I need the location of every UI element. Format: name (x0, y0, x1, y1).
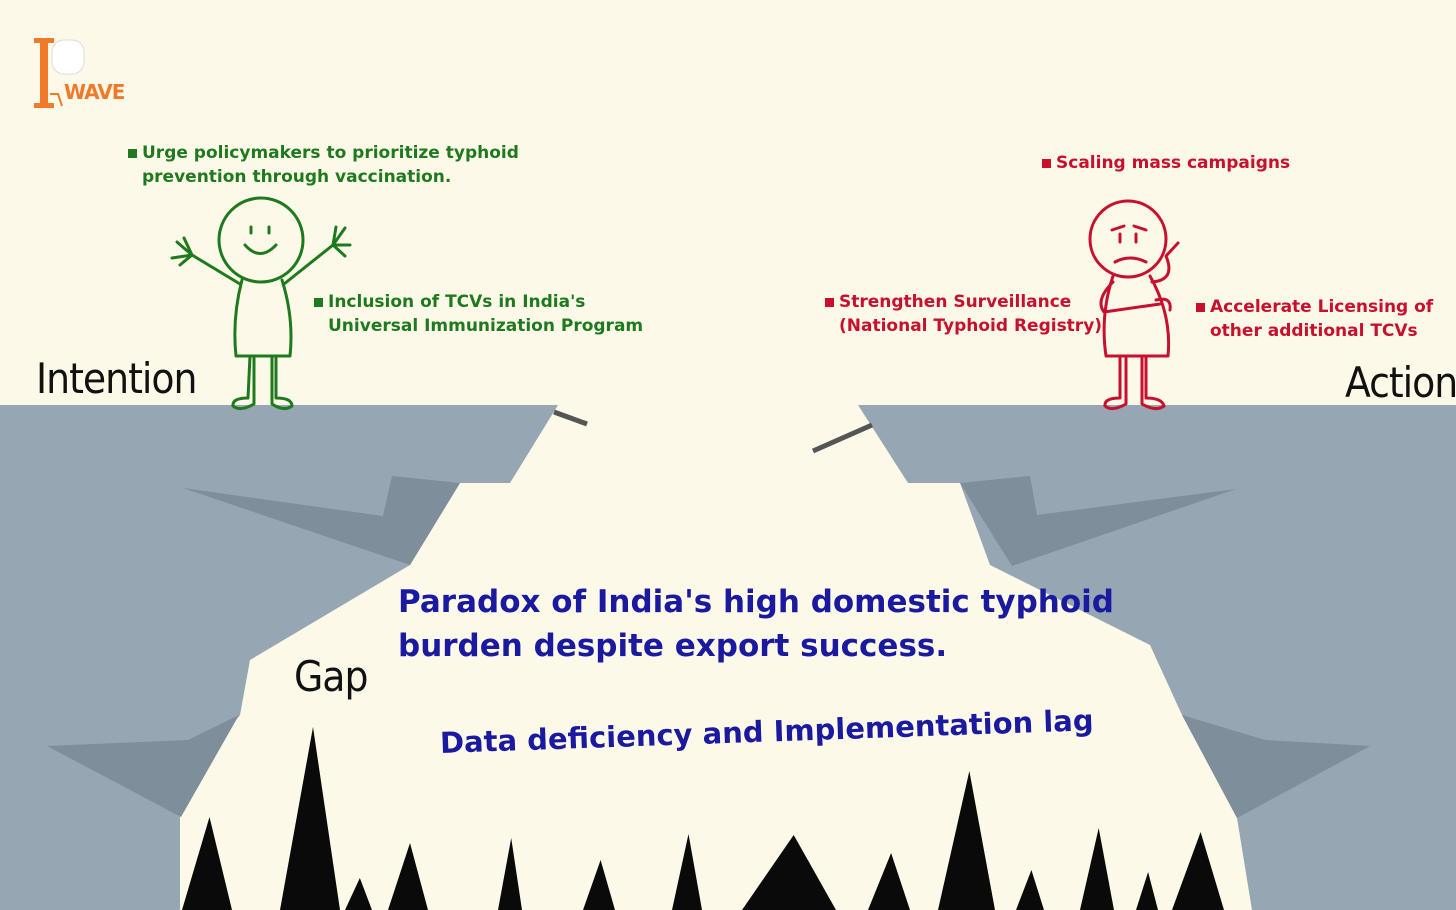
gap-label: Gap (294, 652, 368, 701)
bullet-uip-inclusion: Inclusion of TCVs in India's Universal I… (314, 290, 643, 338)
spike-icon (1080, 828, 1114, 910)
intention-label: Intention (36, 354, 197, 403)
spike-icon (280, 727, 340, 910)
bullet-surveillance: Strengthen Surveillance (National Typhoi… (825, 290, 1102, 338)
logo-word: WAVE (64, 80, 125, 104)
happy-stick-figure-icon (170, 196, 352, 411)
spike-icon (498, 838, 522, 910)
bullet-square-icon (128, 149, 137, 158)
right-cliff-shadow-lower (1182, 715, 1370, 818)
left-cliff-shadow-lower (47, 715, 239, 817)
bullet-square-icon (1196, 303, 1205, 312)
worried-stick-figure-icon (1088, 199, 1180, 411)
spike-icon (182, 817, 232, 910)
spike-icon (1172, 832, 1224, 910)
bullet-mass-campaigns: Scaling mass campaigns (1042, 151, 1290, 175)
bullet-square-icon (1042, 159, 1051, 168)
bullet-square-icon (825, 298, 834, 307)
spike-icon (388, 843, 428, 910)
ipwave-logo: WAVE (30, 36, 125, 110)
bullet-prioritize-vaccination: Urge policymakers to prioritize typhoid … (128, 141, 519, 189)
right-cliff-shadow (960, 476, 1236, 566)
left-bridge-stub (553, 409, 588, 427)
spike-icon (938, 771, 995, 910)
spike-icon (1136, 872, 1158, 910)
right-bridge-stub (811, 422, 874, 454)
bullet-square-icon (314, 298, 323, 307)
right-cliff (858, 405, 1456, 910)
spike-icon (868, 853, 910, 910)
paradox-line-1: Paradox of India's high domestic typhoid (398, 584, 1114, 620)
spike-icon (672, 834, 702, 910)
action-label: Action (1345, 358, 1456, 407)
left-cliff-shadow (183, 476, 460, 565)
spike-field (182, 727, 1224, 910)
logo-mark-icon (34, 38, 85, 108)
bullet-licensing: Accelerate Licensing of other additional… (1196, 295, 1433, 343)
paradox-line-2: burden despite export success. (398, 628, 948, 664)
spike-icon (345, 878, 372, 910)
spike-icon (1016, 870, 1044, 910)
spike-icon (742, 835, 836, 910)
spike-icon (583, 860, 615, 910)
